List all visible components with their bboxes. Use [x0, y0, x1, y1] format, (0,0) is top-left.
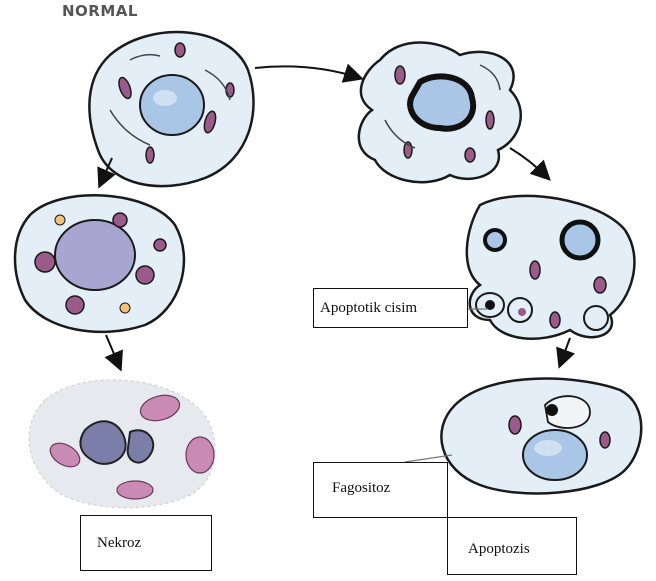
phagocyte-cell	[441, 379, 641, 494]
normal-cell	[89, 32, 253, 186]
normal-title: NORMAL	[62, 2, 138, 20]
apoptotic-body-label: Apoptotik cisim	[313, 288, 468, 328]
shrinking-cell	[359, 43, 521, 183]
necrosis-label: Nekroz	[80, 515, 212, 571]
phagocytosis-label: Fagositoz	[313, 462, 448, 518]
apoptosis-label: Apoptozis	[447, 517, 577, 575]
swollen-cell	[15, 195, 184, 332]
necrotic-debris	[29, 380, 215, 508]
